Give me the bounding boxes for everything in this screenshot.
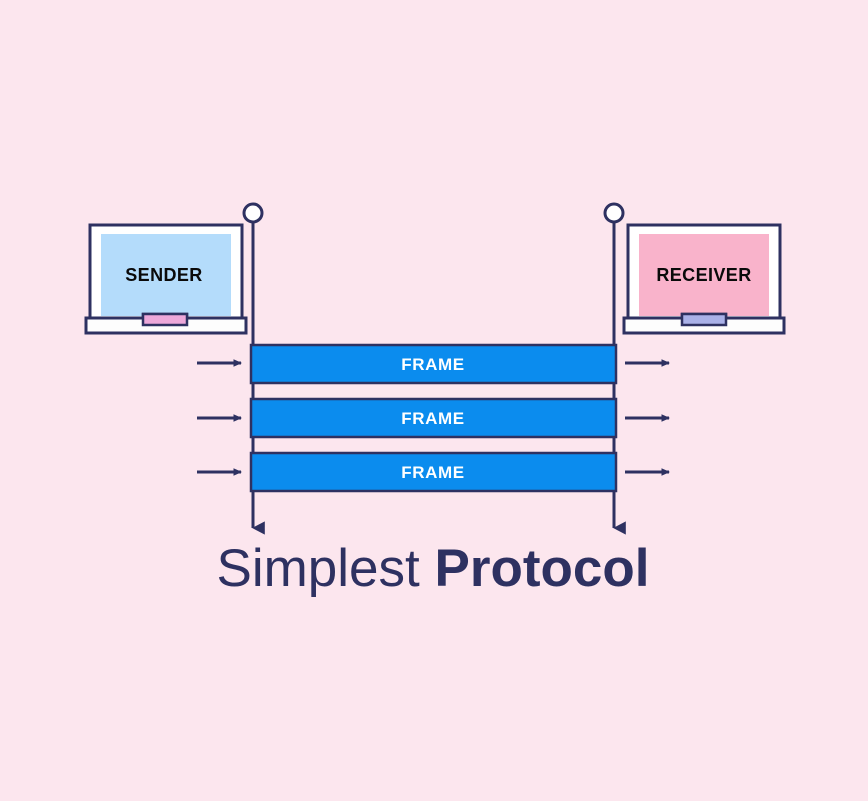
frame-bar-2-rect [249, 397, 618, 439]
frame-bar-1-rect [249, 343, 618, 385]
sender-laptop-trackpad [141, 312, 189, 327]
title-bold-part: Protocol [435, 539, 650, 598]
right-arrows [625, 359, 671, 476]
frame-bar-2: FRAME [249, 397, 618, 439]
frame-bar-1: FRAME [249, 343, 618, 385]
sender-laptop-screen [101, 234, 231, 316]
left-arrows [197, 359, 243, 476]
receiver-timeline-node [603, 202, 625, 224]
receiver-label: RECEIVER [656, 265, 751, 285]
frame-bar-1-label: FRAME [401, 355, 464, 374]
frame-bar-3: FRAME [249, 451, 618, 493]
sender-timeline-node [242, 202, 264, 224]
sender-label: SENDER [125, 265, 202, 285]
receiver-laptop: RECEIVER [622, 223, 786, 335]
diagram-title: Simplest Protocol [217, 539, 650, 598]
frame-bar-3-label: FRAME [401, 463, 464, 482]
receiver-laptop-trackpad [680, 312, 728, 327]
frame-bar-3-rect [249, 451, 618, 493]
title-text-group: Simplest Protocol [217, 539, 650, 598]
frame-bar-2-label: FRAME [401, 409, 464, 428]
sender-laptop: SENDER [84, 223, 248, 335]
receiver-laptop-screen [639, 234, 769, 316]
title-light-part: Simplest [217, 539, 421, 598]
